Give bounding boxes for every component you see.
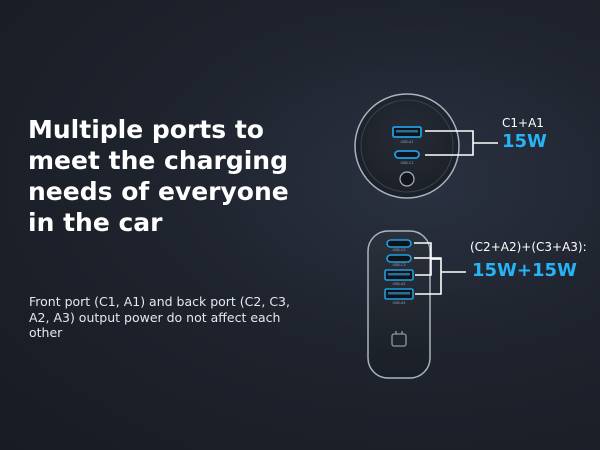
- headline-line-3: needs of everyone: [28, 177, 289, 206]
- usb-a3-port: USB-A3: [384, 288, 414, 305]
- usb-c3-label: USB-C3: [392, 263, 405, 267]
- usb-c2-port: USB-C2: [386, 239, 412, 252]
- usb-c2-label: USB-C2: [392, 248, 405, 252]
- back-power-value: 15W+15W: [472, 260, 577, 281]
- usb-a3-label: USB-A3: [393, 301, 406, 305]
- front-power-value: 15W: [502, 131, 547, 152]
- usb-a2-label: USB-A2: [393, 282, 406, 286]
- headline-line-2: meet the charging: [28, 146, 288, 175]
- usb-a2-port: USB-A2: [384, 269, 414, 286]
- front-combo-label: C1+A1: [502, 116, 544, 130]
- plug-icon: [391, 331, 407, 347]
- front-charger-face: USB-A1 USB-C1: [354, 93, 460, 199]
- power-indicator-icon: [399, 171, 415, 187]
- headline-line-4: in the car: [28, 208, 163, 237]
- usb-c1-port: USB-C1: [394, 150, 420, 165]
- usb-a1-label: USB-A1: [401, 140, 414, 144]
- back-charger-body: USB-C2 USB-C3 USB-A2 USB-A3: [367, 230, 431, 379]
- usb-c1-label: USB-C1: [400, 161, 413, 165]
- headline: Multiple ports to meet the charging need…: [28, 114, 308, 238]
- back-combo-label: (C2+A2)+(C3+A3):: [470, 240, 587, 254]
- usb-c3-port: USB-C3: [386, 254, 412, 267]
- usb-a1-port: USB-A1: [392, 126, 422, 144]
- headline-line-1: Multiple ports to: [28, 115, 264, 144]
- description-text: Front port (C1, A1) and back port (C2, C…: [29, 294, 290, 340]
- front-bracket: [425, 130, 498, 156]
- back-bracket: [414, 242, 466, 295]
